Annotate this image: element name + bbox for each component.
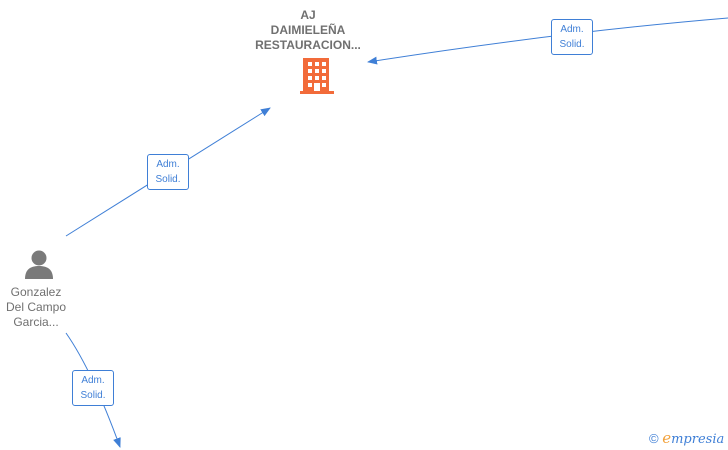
copyright-symbol: © bbox=[649, 431, 659, 446]
company-node-label[interactable]: AJ DAIMIELEÑA RESTAURACION... bbox=[238, 8, 378, 53]
person-name-line1: Gonzalez bbox=[10, 285, 62, 299]
company-name-line1: AJ bbox=[300, 8, 316, 22]
edge-role-line2: Solid. bbox=[559, 39, 585, 50]
edge-external-to-company bbox=[367, 17, 728, 65]
edge-label-external-to-company[interactable]: Adm. Solid. bbox=[551, 19, 593, 55]
company-name-line2: DAIMIELEÑA bbox=[270, 23, 346, 37]
building-icon[interactable] bbox=[300, 58, 334, 94]
brand-logo-e: e bbox=[662, 429, 672, 447]
edge-role-line2: Solid. bbox=[80, 390, 106, 401]
empresia-watermark: © empresia bbox=[649, 429, 724, 447]
edge-role-line2: Solid. bbox=[155, 174, 181, 185]
edge-role-line1: Adm. bbox=[81, 375, 105, 386]
edge-role-line1: Adm. bbox=[560, 24, 584, 35]
person-icon[interactable] bbox=[23, 249, 55, 279]
person-name-line3: Garcia... bbox=[13, 315, 59, 329]
edge-label-person-to-external[interactable]: Adm. Solid. bbox=[72, 370, 114, 406]
person-node-label[interactable]: Gonzalez Del Campo Garcia... bbox=[0, 285, 76, 330]
brand-logo-text: mpresia bbox=[671, 432, 725, 447]
edge-label-person-to-company[interactable]: Adm. Solid. bbox=[147, 154, 189, 190]
edge-role-line1: Adm. bbox=[156, 159, 180, 170]
person-name-line2: Del Campo bbox=[5, 300, 67, 314]
company-name-line3: RESTAURACION... bbox=[255, 38, 361, 52]
